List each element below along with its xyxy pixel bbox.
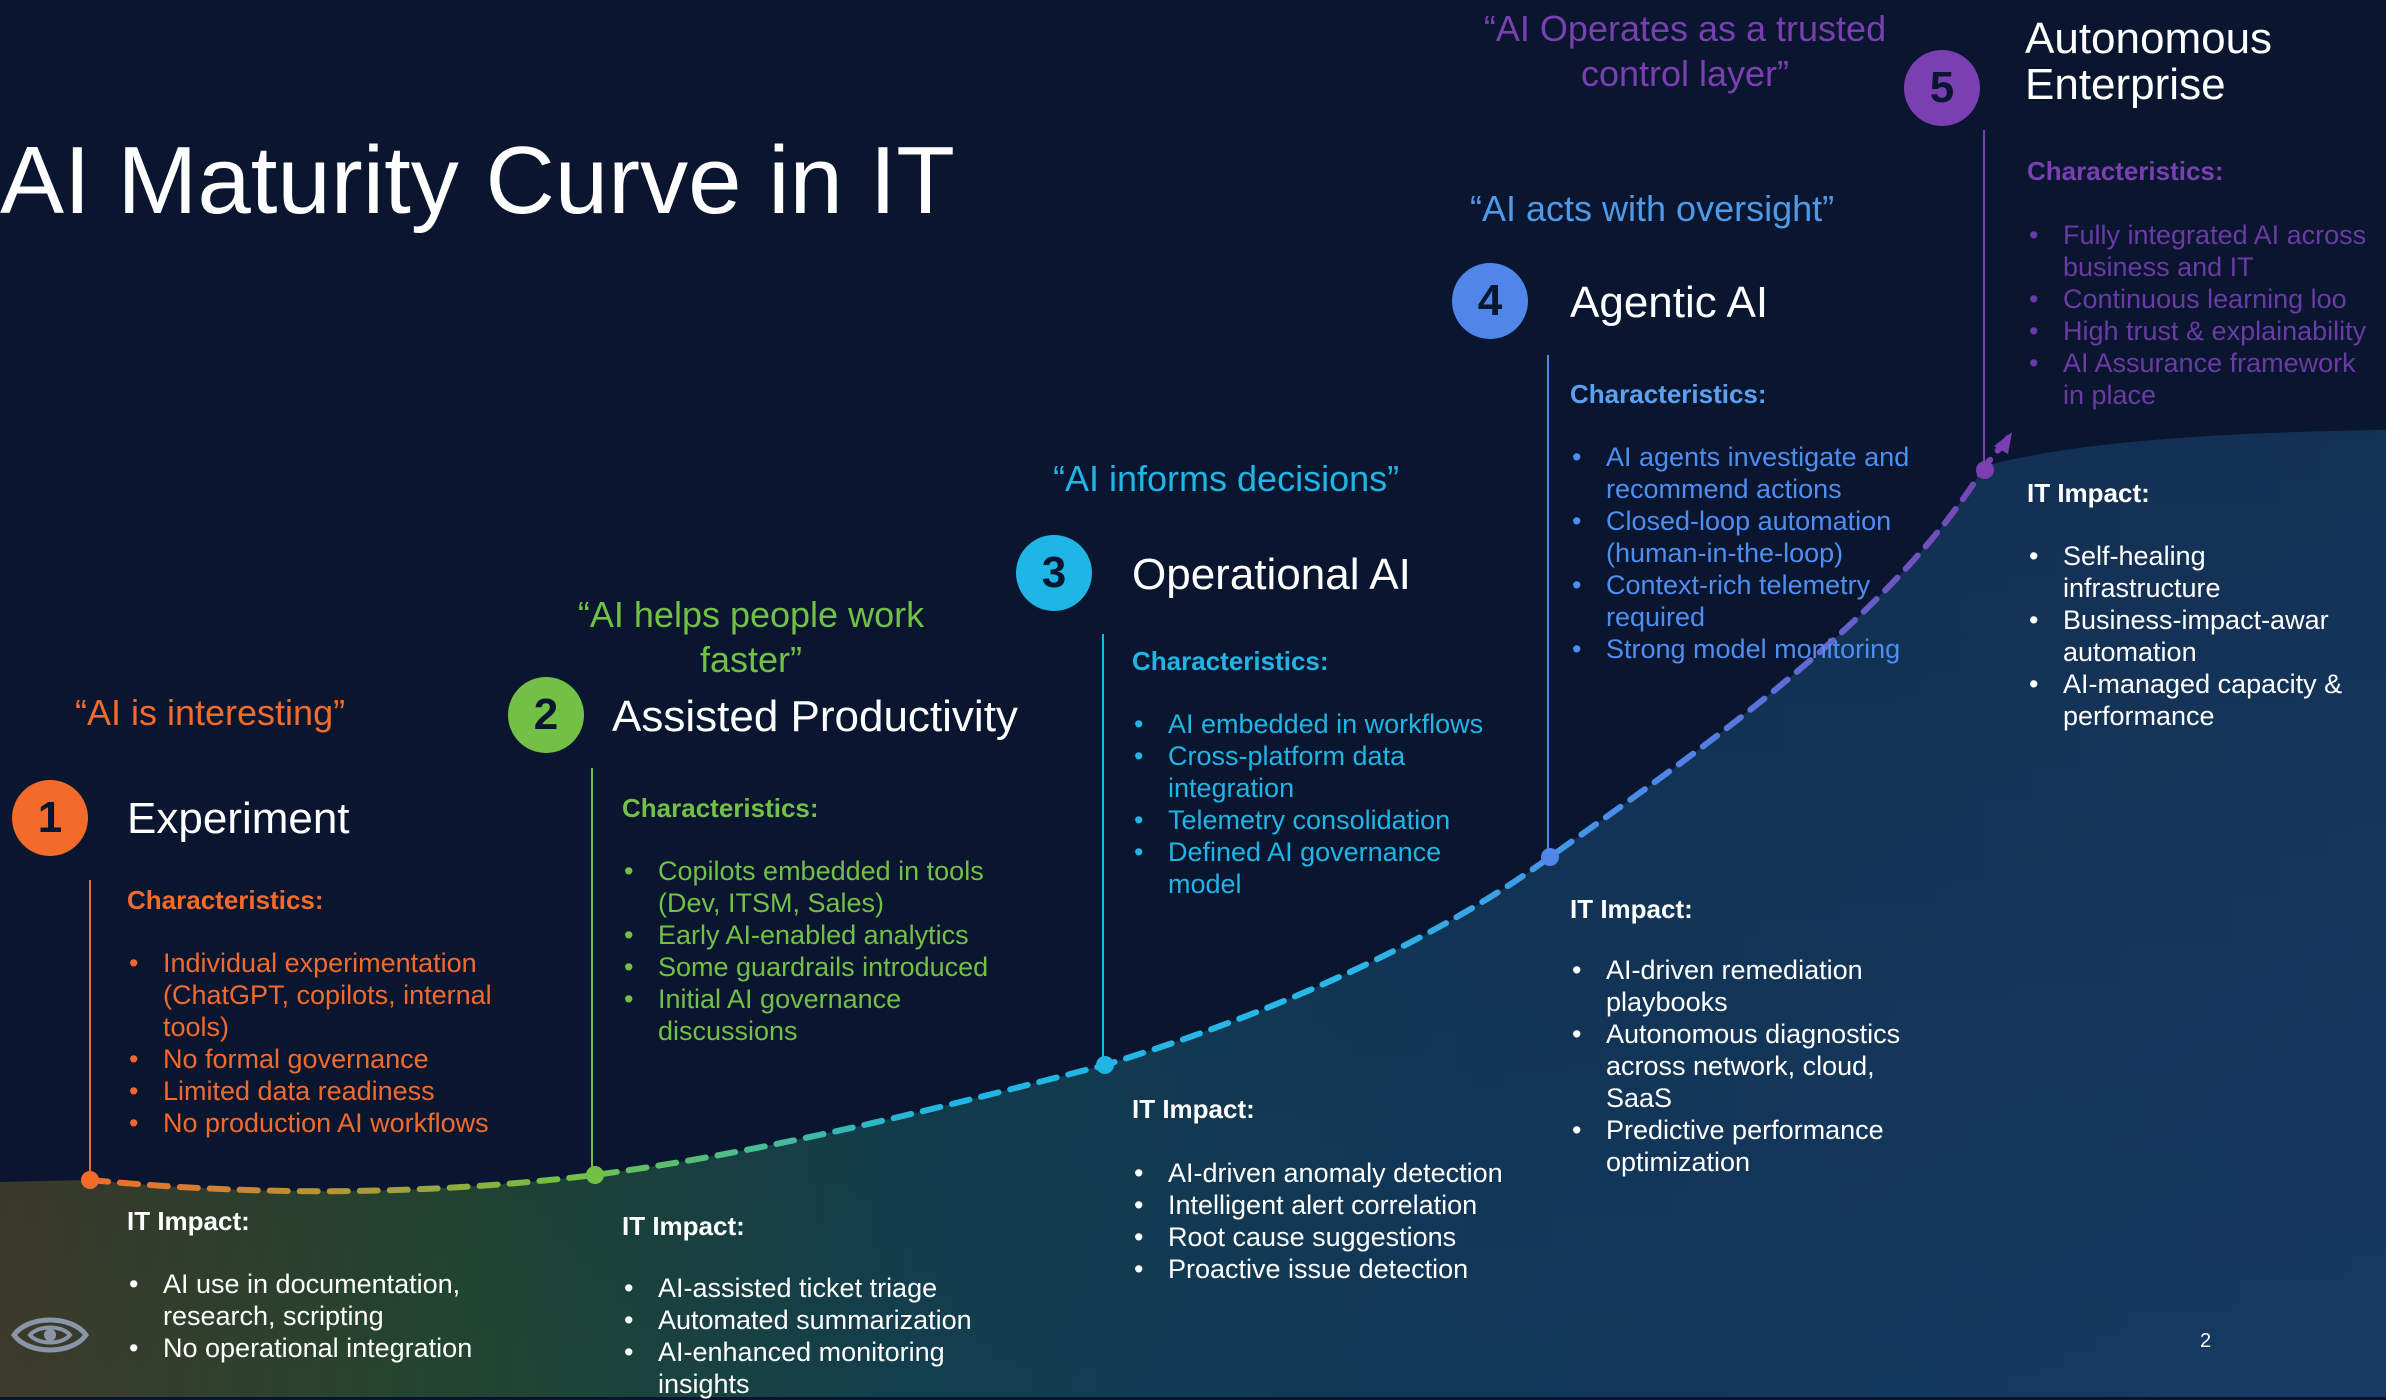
- stage-4-characteristics-label: Characteristics:: [1570, 379, 1767, 409]
- stage-3-impact-label: IT Impact:: [1132, 1094, 1255, 1124]
- list-item: Business-impact-awar automation: [2027, 604, 2357, 668]
- stage-3-characteristics-label: Characteristics:: [1132, 646, 1329, 676]
- stage-3-impact: AI-driven anomaly detection Intelligent …: [1132, 1157, 1532, 1285]
- stage-3-connector: [1102, 634, 1104, 1065]
- stage-4-characteristics: AI agents investigate and recommend acti…: [1570, 441, 1950, 665]
- stage-2-characteristics-label: Characteristics:: [622, 793, 819, 823]
- list-item: Telemetry consolidation: [1132, 804, 1512, 836]
- stage-1-number: 1: [37, 793, 63, 842]
- stage-5-number: 5: [1929, 63, 1955, 112]
- list-item: Copilots embedded in tools (Dev, ITSM, S…: [622, 855, 1022, 919]
- list-item: AI-driven remediation playbooks: [1570, 954, 1930, 1018]
- stage-1-number-badge: 1: [12, 780, 88, 856]
- stage-5-quote: “AI Operates as a trusted control layer”: [1483, 8, 1887, 94]
- list-item: Cross-platform data integration: [1132, 740, 1512, 804]
- stage-5-characteristics: Fully integrated AI across business and …: [2027, 219, 2372, 411]
- list-item: AI-enhanced monitoring insights: [622, 1336, 1002, 1400]
- stage-4-impact: AI-driven remediation playbooks Autonomo…: [1570, 954, 1930, 1178]
- stage-1-connector: [89, 880, 91, 1180]
- stage-3-quote: “AI informs decisions”: [1053, 458, 1400, 499]
- list-item: Some guardrails introduced: [622, 951, 1022, 983]
- stage-4-impact-label: IT Impact:: [1570, 894, 1693, 924]
- list-item: Automated summarization: [622, 1304, 1002, 1336]
- stage-1-characteristics: Individual experimentation (ChatGPT, cop…: [127, 947, 527, 1139]
- list-item: AI-driven anomaly detection: [1132, 1157, 1532, 1189]
- page-title: AI Maturity Curve in IT: [0, 127, 955, 234]
- stage-4-number: 4: [1477, 276, 1503, 325]
- stage-3-characteristics: AI embedded in workflows Cross-platform …: [1132, 708, 1512, 900]
- stage-5-impact-label: IT Impact:: [2027, 478, 2150, 508]
- stage-3-number: 3: [1041, 548, 1067, 597]
- stage-4-quote: “AI acts with oversight”: [1470, 188, 1835, 229]
- list-item: No production AI workflows: [127, 1107, 527, 1139]
- list-item: AI embedded in workflows: [1132, 708, 1512, 740]
- eye-logo-icon: [10, 1305, 90, 1365]
- list-item: Fully integrated AI across business and …: [2027, 219, 2372, 283]
- stage-2-number: 2: [533, 690, 559, 739]
- list-item: Proactive issue detection: [1132, 1253, 1532, 1285]
- stage-3-title: Operational AI: [1132, 550, 1411, 599]
- stage-4-number-badge: 4: [1452, 263, 1528, 339]
- list-item: Root cause suggestions: [1132, 1221, 1532, 1253]
- list-item: Limited data readiness: [127, 1075, 527, 1107]
- stage-2-number-badge: 2: [508, 677, 584, 753]
- stage-1-characteristics-label: Characteristics:: [127, 885, 324, 915]
- list-item: AI-managed capacity & performance: [2027, 668, 2357, 732]
- stage-2-impact: AI-assisted ticket triage Automated summ…: [622, 1272, 1002, 1400]
- curve-node-5: [1976, 461, 1994, 479]
- list-item: Strong model monitoring: [1570, 633, 1950, 665]
- list-item: No formal governance: [127, 1043, 527, 1075]
- list-item: Autonomous diagnostics across network, c…: [1570, 1018, 1930, 1114]
- stage-3-number-badge: 3: [1016, 535, 1092, 611]
- stage-1-impact-label: IT Impact:: [127, 1206, 250, 1236]
- list-item: Initial AI governance discussions: [622, 983, 1022, 1047]
- list-item: Defined AI governance model: [1132, 836, 1512, 900]
- list-item: AI use in documentation, research, scrip…: [127, 1268, 507, 1332]
- list-item: Context-rich telemetry required: [1570, 569, 1950, 633]
- list-item: Self-healing infrastructure: [2027, 540, 2357, 604]
- stage-2-impact-label: IT Impact:: [622, 1211, 745, 1241]
- curve-arrowhead-icon: [1994, 432, 2012, 454]
- curve-node-3: [1096, 1056, 1114, 1074]
- stage-5-connector: [1983, 130, 1985, 466]
- curve-node-1: [81, 1171, 99, 1189]
- stage-2-quote: “AI helps people work faster”: [577, 594, 925, 680]
- stage-2-connector: [591, 768, 593, 1175]
- stage-5-impact: Self-healing infrastructure Business-imp…: [2027, 540, 2357, 732]
- stage-5-title: Autonomous Enterprise: [2025, 14, 2273, 109]
- maturity-curve-line: [87, 435, 2011, 1195]
- stage-2-title: Assisted Productivity: [612, 692, 1018, 741]
- stage-4-connector: [1547, 355, 1549, 857]
- stage-2-characteristics: Copilots embedded in tools (Dev, ITSM, S…: [622, 855, 1022, 1047]
- stage-5-characteristics-label: Characteristics:: [2027, 156, 2224, 186]
- list-item: Continuous learning loo: [2027, 283, 2372, 315]
- list-item: Intelligent alert correlation: [1132, 1189, 1532, 1221]
- list-item: No operational integration: [127, 1332, 507, 1364]
- curve-node-4: [1541, 848, 1559, 866]
- stage-4-title: Agentic AI: [1570, 278, 1769, 327]
- list-item: High trust & explainability: [2027, 315, 2372, 347]
- stage-1-impact: AI use in documentation, research, scrip…: [127, 1268, 507, 1364]
- list-item: AI Assurance framework in place: [2027, 347, 2372, 411]
- curve-node-2: [586, 1166, 604, 1184]
- list-item: AI-assisted ticket triage: [622, 1272, 1002, 1304]
- stage-1-title: Experiment: [127, 794, 350, 843]
- page-number: 2: [2200, 1330, 2212, 1352]
- stage-5-number-badge: 5: [1904, 50, 1980, 126]
- list-item: Individual experimentation (ChatGPT, cop…: [127, 947, 527, 1043]
- list-item: AI agents investigate and recommend acti…: [1570, 441, 1950, 505]
- stage-1-quote: “AI is interesting”: [75, 692, 346, 733]
- list-item: Early AI-enabled analytics: [622, 919, 1022, 951]
- list-item: Closed-loop automation (human-in-the-loo…: [1570, 505, 1950, 569]
- list-item: Predictive performance optimization: [1570, 1114, 1930, 1178]
